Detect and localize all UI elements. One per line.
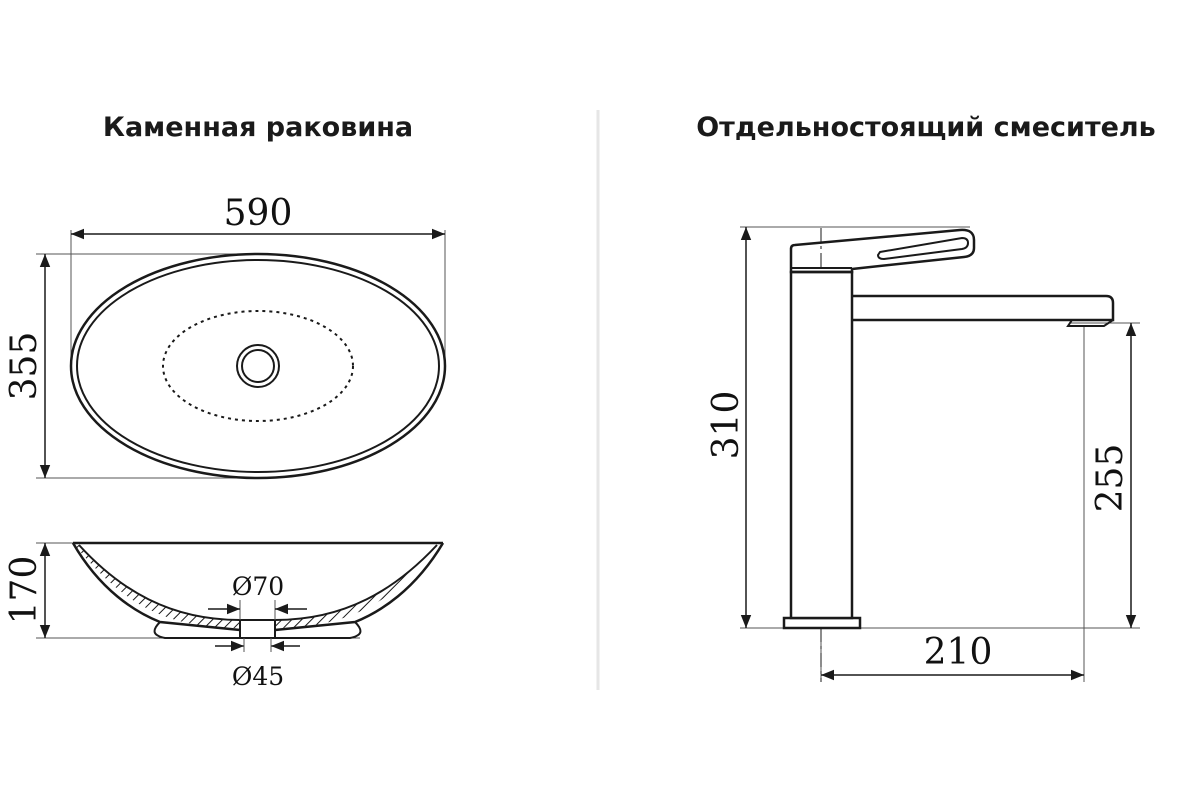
sink-top-view: 590 355 xyxy=(4,193,447,480)
faucet-title: Отдельностоящий смеситель xyxy=(696,112,1156,143)
sink-title: Каменная раковина xyxy=(103,112,413,143)
sink-side-section xyxy=(73,543,443,631)
sink-outer-rim xyxy=(69,252,447,480)
drain-outer-circle xyxy=(236,344,280,388)
faucet-base xyxy=(782,616,862,630)
spout-height-label: 255 xyxy=(1090,444,1131,513)
sink-height-label: 170 xyxy=(4,556,45,625)
faucet-height-label: 310 xyxy=(706,391,747,460)
drain-diameter-label: Ø45 xyxy=(232,662,284,691)
sink-bowl-bottom xyxy=(162,310,354,422)
faucet-lever xyxy=(876,236,970,261)
drain-inner-circle xyxy=(241,349,275,383)
faucet-spout xyxy=(852,294,1115,322)
sink-drain-section xyxy=(239,619,276,639)
faucet-head xyxy=(789,228,976,274)
faucet-body xyxy=(789,270,854,620)
sink-inner-rim xyxy=(76,259,440,473)
faucet-side-view: 310 255 210 xyxy=(706,226,1140,682)
sink-width-label: 590 xyxy=(224,193,293,234)
outer-diameter-label: Ø70 xyxy=(232,572,284,601)
spout-reach-label: 210 xyxy=(924,632,993,673)
sink-side-view: Ø70 Ø45 170 xyxy=(4,541,445,691)
sink-depth-label: 355 xyxy=(4,332,45,401)
